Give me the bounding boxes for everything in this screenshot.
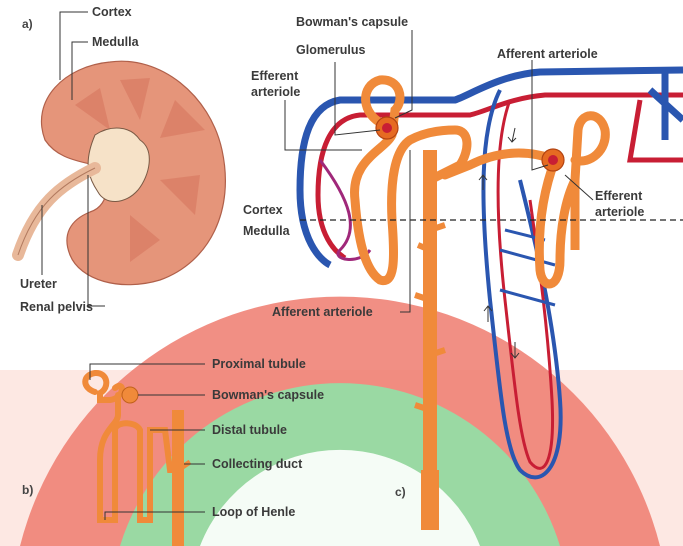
label-loop-of-henle: Loop of Henle [212, 505, 295, 519]
kidney-section: a) Cortex Medulla Ureter Renal pelvis [18, 5, 225, 314]
label-collecting-duct: Collecting duct [212, 457, 303, 471]
label-efferent-right-1: Efferent [595, 189, 643, 203]
label-bowmans-capsule-c: Bowman's capsule [296, 15, 408, 29]
label-medulla-c: Medulla [243, 224, 291, 238]
label-efferent-left-2: arteriole [251, 85, 300, 99]
label-medulla: Medulla [92, 35, 140, 49]
label-ureter: Ureter [20, 277, 57, 291]
panel-label-c: c) [395, 485, 406, 499]
leader-afferent-bottom [400, 150, 410, 312]
flow-arrow-up-1 [479, 175, 487, 190]
label-cortex-c: Cortex [243, 203, 283, 217]
label-bowmans-capsule-b: Bowman's capsule [212, 388, 324, 402]
left-glomerulus [382, 123, 392, 133]
panel-label-a: a) [22, 17, 33, 31]
left-nephron-tubule [355, 80, 467, 281]
label-afferent-bottom: Afferent arteriole [272, 305, 373, 319]
label-efferent-left-1: Efferent [251, 69, 299, 83]
label-efferent-right-2: arteriole [595, 205, 644, 219]
vein-branch [650, 70, 683, 140]
panel-label-b: b) [22, 483, 33, 497]
simple-bowmans-capsule [122, 387, 138, 403]
label-renal-pelvis: Renal pelvis [20, 300, 93, 314]
label-cortex: Cortex [92, 5, 132, 19]
right-glomerulus [548, 155, 558, 165]
flow-arrow-down-2 [508, 128, 516, 142]
label-distal-tubule: Distal tubule [212, 423, 287, 437]
label-afferent-top: Afferent arteriole [497, 47, 598, 61]
label-glomerulus: Glomerulus [296, 43, 366, 57]
label-proximal-tubule: Proximal tubule [212, 357, 306, 371]
